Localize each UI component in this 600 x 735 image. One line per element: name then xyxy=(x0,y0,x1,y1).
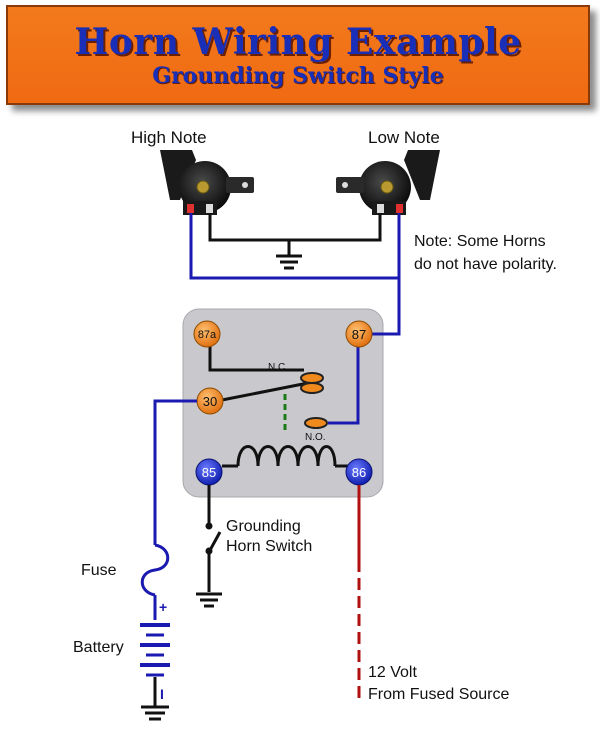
switch-label-line-1: Grounding xyxy=(226,518,301,535)
no-contact xyxy=(304,417,328,429)
battery-label: Battery xyxy=(73,639,124,656)
high-note-horn xyxy=(160,150,254,215)
note-line-2: do not have polarity. xyxy=(414,256,557,273)
horn-positive-wire xyxy=(189,213,401,336)
battery-minus-label: I xyxy=(160,686,164,702)
svg-text:87: 87 xyxy=(352,327,366,342)
svg-text:85: 85 xyxy=(202,465,216,480)
high-note-label: High Note xyxy=(131,128,207,147)
horn-ground-wires xyxy=(208,213,382,255)
pin-30: 30 xyxy=(196,387,224,415)
svg-text:30: 30 xyxy=(203,394,217,409)
nc-contact-top xyxy=(300,372,324,384)
pin-87-internal-wire xyxy=(328,346,360,425)
page-subtitle: Grounding Switch Style xyxy=(152,63,444,89)
low-note-label: Low Note xyxy=(368,128,440,147)
switch-contact-top xyxy=(205,522,213,530)
note-line-1: Note: Some Horns xyxy=(414,233,546,250)
horn-ground-symbol xyxy=(276,254,302,270)
page-title: Horn Wiring Example xyxy=(74,21,522,63)
switch-ground-symbol xyxy=(196,592,222,608)
battery-symbol xyxy=(140,623,170,677)
pin-85: 85 xyxy=(195,458,223,486)
switch-label-line-2: Horn Switch xyxy=(226,538,312,555)
source-label-line-2: From Fused Source xyxy=(368,686,509,703)
nc-label: N.C. xyxy=(268,362,288,373)
fuse-label: Fuse xyxy=(81,562,117,579)
pin-86: 86 xyxy=(345,458,373,486)
pin-87: 87 xyxy=(345,320,373,348)
svg-text:86: 86 xyxy=(352,465,366,480)
switch-contact-bottom xyxy=(205,547,213,555)
source-label-line-1: 12 Volt xyxy=(368,664,417,681)
nc-contact-bottom xyxy=(300,382,324,394)
battery-plus-label: + xyxy=(159,599,167,615)
svg-text:87a: 87a xyxy=(198,329,217,341)
low-note-horn xyxy=(336,150,440,215)
relay-internal-wires xyxy=(208,344,348,468)
title-banner: Horn Wiring Example Grounding Switch Sty… xyxy=(6,5,590,105)
no-label: N.O. xyxy=(305,432,326,443)
pin-87a: 87a xyxy=(193,320,221,348)
horn-switch-wire xyxy=(207,485,222,592)
fuse-symbol xyxy=(140,543,170,597)
pin-30-feed-wire xyxy=(153,399,197,545)
relay-coil xyxy=(236,445,337,467)
battery-ground-symbol xyxy=(141,705,169,721)
